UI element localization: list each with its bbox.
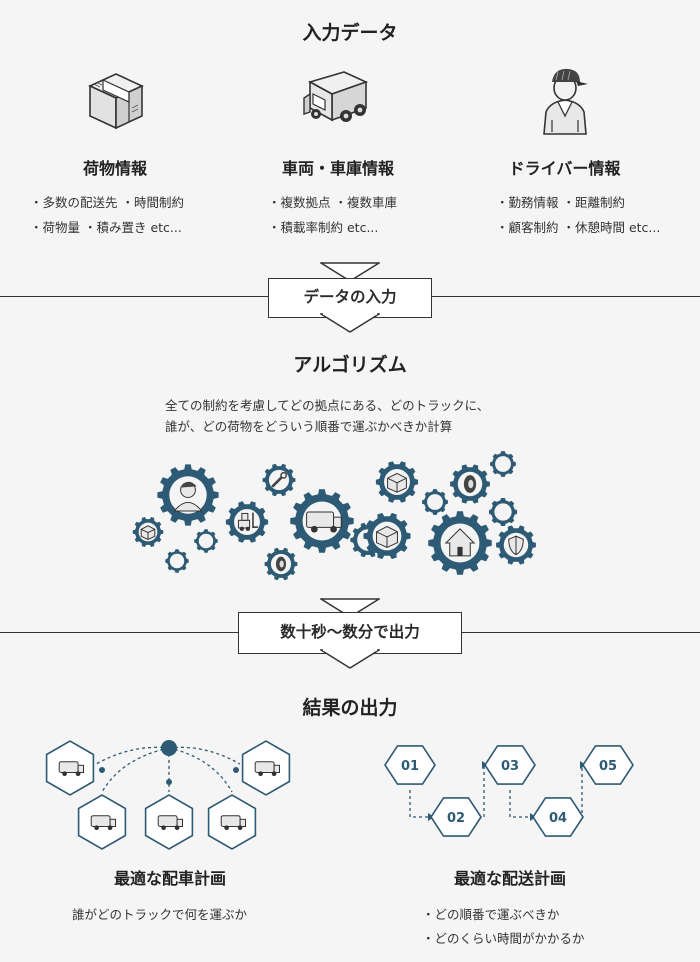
step-output-time: 数十秒〜数分で出力 <box>238 612 462 654</box>
route-line <box>169 748 232 792</box>
algorithm-desc-line: 誰が、どの荷物をどういう順番で運ぶかべきか計算 <box>165 416 452 437</box>
route-line <box>410 790 428 817</box>
route-step-label: 05 <box>599 759 617 774</box>
route-step-node: 02 <box>431 798 481 836</box>
gear-icon <box>265 548 298 580</box>
gear-icon <box>165 549 188 572</box>
input-vehicle-line: ・積載率制約 etc... <box>268 217 378 236</box>
result-right-title: 最適な配送計画 <box>420 865 600 889</box>
route-line <box>510 790 530 817</box>
truck-hexagon-icon <box>146 795 193 849</box>
gear-icon <box>490 451 516 477</box>
hub-node <box>161 740 177 756</box>
input-driver-line: ・顧客制約 ・休憩時間 etc... <box>496 217 660 236</box>
gear-icon <box>290 489 353 552</box>
result-right-line: ・どのくらい時間がかかるか <box>422 928 585 947</box>
route-step-label: 04 <box>549 811 567 826</box>
route-dot <box>99 767 105 773</box>
input-cargo-line: ・荷物量 ・積み置き etc... <box>30 217 182 236</box>
truck-hexagon-icon <box>243 741 290 795</box>
result-left-title: 最適な配車計画 <box>80 865 260 889</box>
route-step-node: 04 <box>533 798 583 836</box>
route-line <box>102 748 169 792</box>
gear-icon <box>496 525 536 564</box>
input-col-title-cargo: 荷物情報 <box>40 155 190 179</box>
route-step-node: 03 <box>485 746 535 784</box>
box-icon <box>82 66 150 134</box>
route-line <box>580 765 582 817</box>
algorithm-desc-line: 全ての制約を考慮してどの拠点にある、どのトラックに、 <box>165 395 489 416</box>
route-step-node: 05 <box>583 746 633 784</box>
route-step-node: 01 <box>385 746 435 784</box>
gear-icon <box>226 501 268 543</box>
gear-icon <box>422 489 448 515</box>
gear-icon <box>194 529 217 552</box>
gear-icon <box>263 464 296 496</box>
gear-icon <box>157 464 218 525</box>
chevron-down-icon <box>320 649 380 669</box>
truck-hexagon-icon <box>209 795 256 849</box>
input-col-title-driver: ドライバー情報 <box>487 155 642 179</box>
input-vehicle-line: ・複数拠点 ・複数車庫 <box>268 192 397 211</box>
input-cargo-line: ・多数の配送先 ・時間制約 <box>30 192 184 211</box>
input-driver-line: ・勤務情報 ・距離制約 <box>496 192 625 211</box>
gear-icon <box>450 464 490 503</box>
chevron-down-icon <box>320 313 380 333</box>
route-step-label: 02 <box>447 811 465 826</box>
route-dot <box>166 779 172 785</box>
gear-icon <box>376 461 418 503</box>
route-line <box>169 747 240 764</box>
result-left-line: 誰がどのトラックで何を運ぶか <box>72 904 247 923</box>
gear-icon <box>489 498 517 526</box>
input-section-title: 入力データ <box>0 18 700 45</box>
route-step-label: 01 <box>401 759 419 774</box>
truck-icon <box>300 68 372 134</box>
gear-icon <box>428 511 491 574</box>
gears-illustration <box>0 440 700 590</box>
input-col-title-vehicle: 車両・車庫情報 <box>258 155 418 179</box>
gear-icon <box>133 517 163 547</box>
result-right-line: ・どの順番で運ぶべきか <box>422 904 560 923</box>
driver-icon <box>536 64 594 136</box>
step-data-input: データの入力 <box>268 278 432 318</box>
dispatch-diagram <box>30 730 320 850</box>
route-diagram: 01 02 03 04 05 <box>380 735 650 850</box>
route-step-label: 03 <box>501 759 519 774</box>
truck-hexagon-icon <box>79 795 126 849</box>
truck-hexagon-icon <box>47 741 94 795</box>
route-line <box>478 765 484 817</box>
route-dot <box>233 767 239 773</box>
result-title: 結果の出力 <box>0 693 700 720</box>
algorithm-title: アルゴリズム <box>0 350 700 377</box>
